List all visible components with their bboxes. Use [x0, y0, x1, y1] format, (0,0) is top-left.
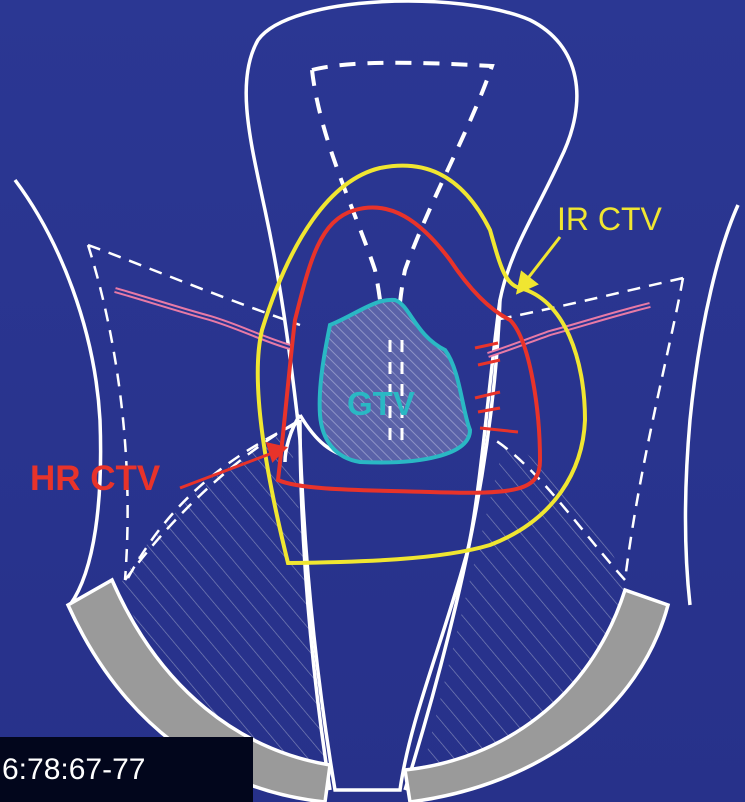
- gtv-label: GTV: [347, 385, 415, 422]
- ir-ctv-label: IR CTV: [557, 201, 663, 237]
- hr-ctv-label: HR CTV: [30, 459, 161, 498]
- citation-caption: 6:78:67-77: [0, 737, 253, 802]
